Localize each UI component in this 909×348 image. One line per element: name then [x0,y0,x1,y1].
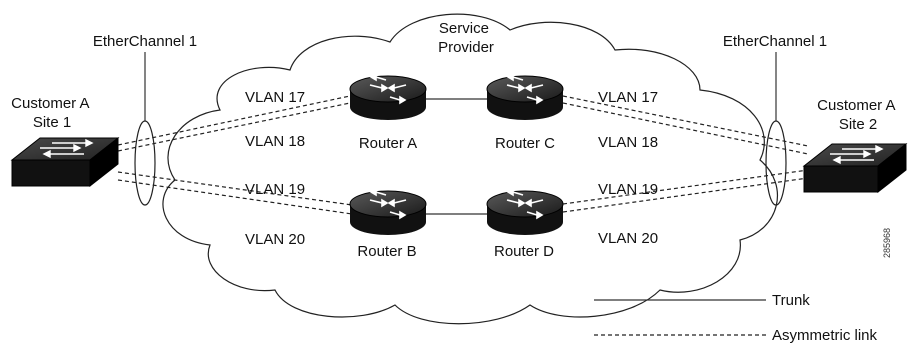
etherchannel-right-label: EtherChannel 1 [723,33,827,50]
service-provider-label: Service Provider [438,20,494,56]
router-c-icon [486,72,564,120]
etherchannel-left-ellipse [134,120,156,206]
vlan-left-18: VLAN 18 [245,133,305,150]
site1-label-line1: Customer A [11,95,89,112]
vlan-right-17: VLAN 17 [598,89,658,106]
router-b-icon [349,187,427,235]
router-c-label: Router C [495,135,555,152]
cloud-label-line2: Provider [438,39,494,56]
vlan-right-19: VLAN 19 [598,181,658,198]
left-asymmetric-links [117,95,353,215]
router-b-label: Router B [357,243,416,260]
switch-site2-icon [802,142,908,194]
etherchannel-left-label: EtherChannel 1 [93,33,197,50]
site2-label-line2: Site 2 [839,116,877,133]
router-d-icon [486,187,564,235]
site1-label: Customer A Site 1 [11,95,93,131]
vlan-right-20: VLAN 20 [598,230,658,247]
vlan-left-17: VLAN 17 [245,89,305,106]
vlan-left-19: VLAN 19 [245,181,305,198]
cloud-label-line1: Service [439,20,489,37]
router-a-label: Router A [359,135,417,152]
vlan-right-18: VLAN 18 [598,134,658,151]
legend-asymmetric-label: Asymmetric link [772,327,878,344]
legend-trunk-label: Trunk [772,292,810,309]
site2-label: Customer A Site 2 [817,97,899,133]
figure-id: 285968 [882,228,892,258]
switch-site1-icon [10,136,120,188]
site2-label-line1: Customer A [817,97,895,114]
vlan-left-20: VLAN 20 [245,231,305,248]
router-d-label: Router D [494,243,554,260]
router-a-icon [349,72,427,120]
legend: Trunk Asymmetric link [594,292,878,344]
site1-label-line2: Site 1 [33,114,71,131]
service-provider-cloud [162,13,778,325]
